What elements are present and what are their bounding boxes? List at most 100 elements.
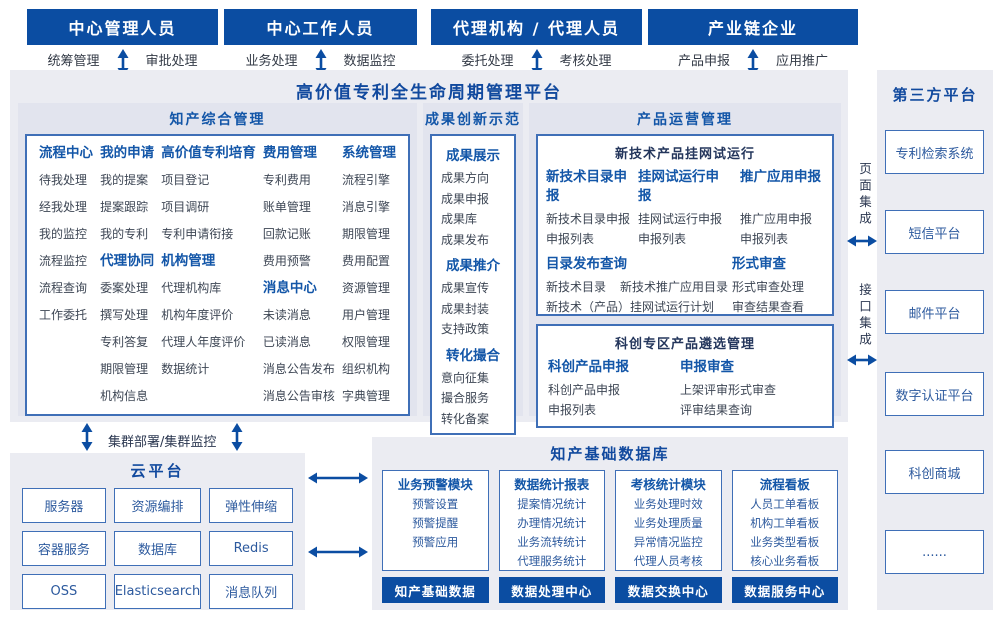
- db-module-header: 业务预警模块: [397, 477, 473, 492]
- db-module: 考核统计模块业务处理时效业务处理质量异常情况监控代理人员考核数据交换中心: [615, 470, 722, 603]
- module-group-header: 机构管理: [161, 253, 216, 269]
- module-item: 新技术推广应用目录: [620, 280, 729, 294]
- cloud-service-box: Redis: [209, 531, 293, 566]
- op-column-header: 推广应用申报: [740, 169, 821, 185]
- op-directory-group: 目录发布查询新技术目录新技术推广应用目录新技术（产品）挂网试运行计划: [546, 251, 732, 317]
- module-column: 费用管理专利费用账单管理回款记账费用预警消息中心未读消息已读消息消息公告发布消息…: [263, 140, 335, 410]
- module-item: 回款记账: [262, 227, 311, 241]
- db-module-item: 机构工单看板: [750, 516, 820, 530]
- op-column-header: 挂网试运行申报: [638, 169, 719, 204]
- module-item: 新技术目录: [546, 280, 607, 294]
- persona-role-label: 统筹管理: [47, 53, 100, 69]
- db-module-box: 业务预警模块预警设置预警提醒预警应用: [382, 470, 489, 571]
- cloud-service-box: OSS: [22, 574, 106, 609]
- module-item: 消息公告审核: [262, 389, 335, 403]
- third-party-box: 数字认证平台: [885, 372, 984, 416]
- module-item: 新技术（产品）挂网试运行计划: [546, 300, 715, 314]
- module-item: 机构年度评价: [161, 308, 234, 322]
- module-item: 专利答复: [100, 335, 149, 349]
- third-party-box: 短信平台: [885, 210, 984, 254]
- module-item: 未读消息: [262, 308, 311, 322]
- db-module-box: 流程看板人员工单看板机构工单看板业务类型看板核心业务看板: [731, 470, 838, 571]
- module-item: 待我处理: [39, 173, 88, 187]
- section-product-operation: 产品运营管理 新技术产品挂网试运行新技术目录申报新技术目录申报申报列表挂网试运行…: [529, 103, 841, 428]
- database-title: 知产基础数据库: [550, 445, 670, 463]
- op-columns: 新技术目录申报新技术目录申报申报列表挂网试运行申报挂网试运行申报申报列表推广应用…: [538, 162, 832, 249]
- module-item: 我的提案: [100, 173, 149, 187]
- op-box-title: 新技术产品挂网试运行: [614, 147, 755, 162]
- db-module-item: 预警提醒: [412, 516, 459, 530]
- platform-panel: 高价值专利全生命周期管理平台 知产综合管理 流程中心待我处理经我处理我的监控流程…: [10, 70, 848, 435]
- op-column-header: 科创产品申报: [548, 359, 629, 375]
- database-panel: 知产基础数据库 业务预警模块预警设置预警提醒预警应用知产基础数据数据统计报表提案…: [372, 437, 848, 610]
- module-item: 经我处理: [39, 200, 88, 214]
- db-module-item: 代理服务统计: [517, 554, 587, 568]
- module-item: 申报列表: [546, 232, 595, 246]
- module-item: 项目登记: [161, 173, 210, 187]
- double-arrow-horizontal-icon: [308, 545, 368, 559]
- persona-bar: 代理机构 / 代理人员: [431, 9, 642, 45]
- module-item: 新技术目录申报: [546, 212, 631, 226]
- op-review-group: 形式审查形式审查处理审查结果查看: [732, 251, 824, 317]
- module-item: 挂网试运行申报: [638, 212, 723, 226]
- db-module-item: 办理情况统计: [517, 516, 587, 530]
- op-column: 科创产品申报科创产品申报申报列表: [548, 354, 656, 420]
- db-module-item: 人员工单看板: [750, 497, 820, 511]
- module-item: 期限管理: [342, 227, 391, 241]
- db-module-item: 提案情况统计: [517, 497, 587, 511]
- op-bottom-row: 目录发布查询新技术目录新技术推广应用目录新技术（产品）挂网试运行计划形式审查形式…: [538, 249, 832, 323]
- module-item: 代理人年度评价: [161, 335, 246, 349]
- db-module: 业务预警模块预警设置预警提醒预警应用知产基础数据: [382, 470, 489, 603]
- module-item: 委案处理: [100, 281, 149, 295]
- db-module-item: 异常情况监控: [633, 535, 703, 549]
- op-column-header: 新技术目录申报: [546, 169, 627, 204]
- cloud-service-box: Elasticsearch: [113, 574, 202, 609]
- module-item: 流程监控: [39, 254, 88, 268]
- module-group-header: 成果推介: [446, 258, 500, 274]
- module-item: 专利申请衔接: [161, 227, 234, 241]
- section-title: 知产综合管理: [169, 112, 266, 128]
- platform-sections: 知产综合管理 流程中心待我处理经我处理我的监控流程监控流程查询工作委托我的申请我…: [18, 103, 841, 435]
- module-group-header: 消息中心: [262, 280, 317, 296]
- cloud-title: 云平台: [130, 462, 185, 480]
- module-item: 成果库: [441, 212, 478, 226]
- third-party-title: 第三方平台: [892, 86, 978, 104]
- module-item: 字典管理: [342, 389, 391, 403]
- module-group-header: 我的申请: [100, 145, 155, 161]
- db-module-header: 数据统计报表: [514, 477, 590, 492]
- persona-role-label: 委托处理: [461, 53, 514, 69]
- module-item: 支持政策: [441, 322, 490, 336]
- module-item: 资源管理: [342, 281, 391, 295]
- module-item: 申报列表: [638, 232, 687, 246]
- op-box-title: 科创专区产品遴选管理: [614, 337, 755, 352]
- db-module: 流程看板人员工单看板机构工单看板业务类型看板核心业务看板数据服务中心: [731, 470, 838, 603]
- module-item: 申报列表: [740, 232, 789, 246]
- third-party-box: ......: [885, 530, 984, 574]
- double-arrow-horizontal-icon: [847, 234, 877, 248]
- db-module-item: 业务处理时效: [633, 497, 703, 511]
- db-module-item: 核心业务看板: [750, 554, 820, 568]
- section-title: 产品运营管理: [637, 112, 733, 128]
- cloud-service-box: 消息队列: [209, 574, 293, 609]
- op-column: 推广应用申报推广应用申报申报列表: [740, 164, 824, 249]
- third-party-box: 科创商城: [885, 450, 984, 494]
- db-module-item: 业务处理质量: [633, 516, 703, 530]
- persona-role-label: 考核处理: [559, 53, 612, 69]
- double-arrow-vertical-icon: [230, 423, 244, 451]
- module-group-header: 费用管理: [262, 145, 317, 161]
- op-item-row: 新技术（产品）挂网试运行计划: [546, 297, 732, 317]
- op-columns: 科创产品申报科创产品申报申报列表申报审查上架评审形式审查评审结果查询: [538, 352, 832, 426]
- module-item: 组织机构: [342, 362, 391, 376]
- op-column: 申报审查上架评审形式审查评审结果查询: [680, 354, 822, 420]
- module-item: 项目调研: [161, 200, 210, 214]
- module-item: 数据统计: [161, 362, 210, 376]
- module-item: 费用配置: [342, 254, 391, 268]
- section-achievement-innovation: 成果创新示范 成果展示成果方向成果申报成果库成果发布成果推介成果宣传成果封装支持…: [423, 103, 523, 435]
- module-item: 成果方向: [441, 171, 490, 185]
- cloud-service-box: 容器服务: [22, 531, 106, 566]
- db-module-item: 预警设置: [412, 497, 459, 511]
- module-item: 科创产品申报: [548, 383, 621, 397]
- op-column-header: 形式审查: [732, 256, 786, 272]
